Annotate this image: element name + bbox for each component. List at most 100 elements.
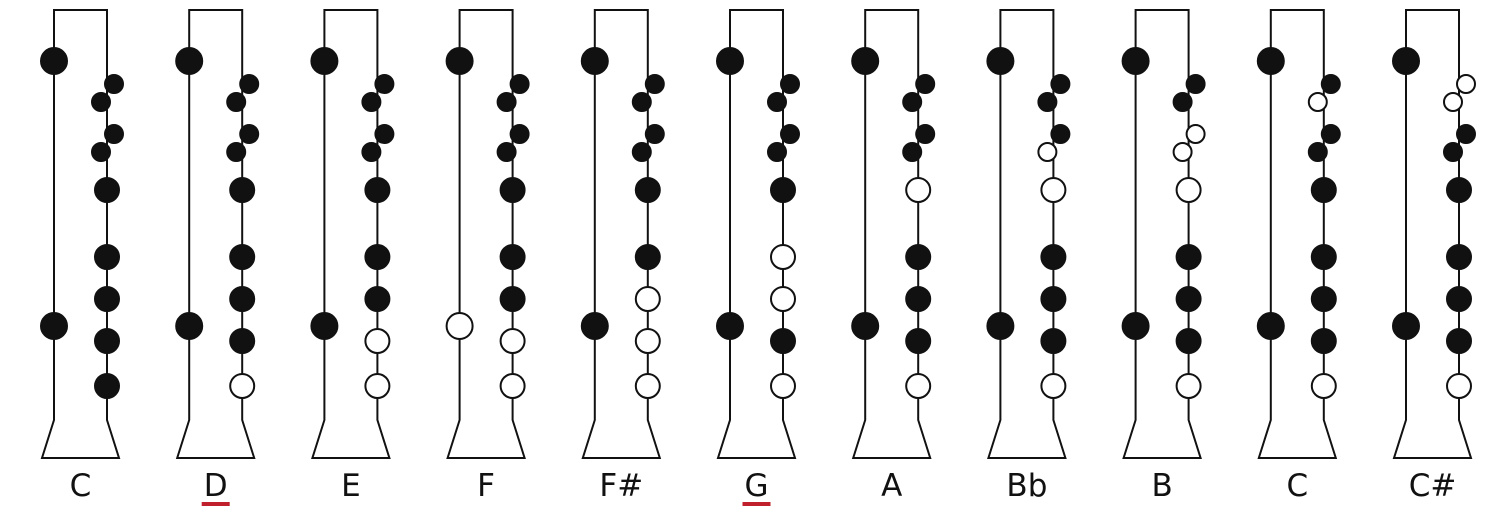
small-hole [915,124,936,144]
finger-hole [1175,244,1202,270]
small-hole [1307,92,1328,112]
finger-hole [1175,373,1202,399]
thumb-hole-upper [1256,47,1285,75]
small-hole [104,74,124,94]
finger-hole [94,373,120,399]
small-hole [1443,92,1463,112]
finger-hole [905,373,932,399]
finger-hole [229,373,256,399]
small-hole [496,92,517,112]
instrument-outline [1257,9,1338,459]
instrument-outline [40,9,121,459]
fingering-diagram: C [40,9,124,504]
fingering-diagram: E [310,9,395,504]
finger-hole [229,177,256,203]
small-hole [91,92,111,112]
finger-hole [229,286,256,312]
small-hole [361,92,382,112]
fingering-diagram: C# [1392,9,1476,504]
instrument-outline [446,9,526,459]
small-hole [1050,74,1071,94]
small-hole [1172,92,1193,112]
small-hole [1172,142,1193,162]
instrument-outline [311,9,391,459]
thumb-hole-upper [1392,47,1420,75]
finger-hole [1175,286,1202,312]
finger-hole [94,328,120,354]
small-hole [1320,124,1341,144]
finger-hole [1446,286,1472,312]
note-label: F [477,468,495,504]
small-hole [374,74,395,94]
finger-hole [364,373,391,399]
small-hole [1307,142,1328,162]
small-hole [1185,74,1206,94]
note-underline [201,502,230,506]
fingering-diagram: C [1256,9,1341,504]
thumb-hole-lower [1392,312,1420,340]
small-hole [239,74,260,94]
thumb-hole-upper [986,47,1015,75]
finger-hole [1040,244,1067,270]
finger-hole [1040,328,1067,354]
thumb-hole-upper [580,47,609,75]
small-hole [1037,142,1058,162]
finger-hole [364,244,391,270]
small-hole [631,92,652,112]
thumb-hole-lower [716,312,744,340]
small-hole [780,74,800,94]
thumb-hole-lower [1256,312,1285,340]
finger-hole [364,286,391,312]
fingering-diagram: F# [580,9,665,504]
small-hole [1185,124,1206,144]
thumb-hole-lower [1121,312,1150,340]
thumb-hole-upper [175,47,204,75]
finger-hole [770,286,796,312]
small-hole [509,74,530,94]
thumb-hole-lower [851,312,880,340]
finger-hole [1310,373,1337,399]
finger-hole [634,244,661,270]
finger-hole [364,328,391,354]
small-hole [496,142,517,162]
fingering-diagram: B [1121,9,1206,504]
small-hole [1320,74,1341,94]
instrument-outline [716,9,797,459]
finger-hole [1175,177,1202,203]
small-hole [226,142,247,162]
finger-hole [1040,373,1067,399]
thumb-hole-lower [580,312,609,340]
thumb-hole-lower [986,312,1015,340]
instrument-outline [1392,9,1473,459]
finger-hole [1446,244,1472,270]
small-hole [902,142,923,162]
finger-hole [1310,244,1337,270]
finger-hole [94,286,120,312]
fingering-diagram: A [851,9,936,504]
thumb-hole-lower [40,312,68,340]
note-label: Bb [1006,468,1047,504]
instrument-outline [987,9,1067,459]
finger-hole [1040,286,1067,312]
small-hole [1456,124,1476,144]
small-hole [104,124,124,144]
finger-hole [1446,328,1472,354]
note-label: G [744,468,768,504]
finger-hole [1310,286,1337,312]
small-hole [780,124,800,144]
finger-hole [770,244,796,270]
note-label: B [1151,468,1172,504]
finger-hole [1446,373,1472,399]
finger-hole [905,177,932,203]
finger-hole [94,244,120,270]
note-label: C [1286,468,1308,504]
fingering-diagram: G [716,9,800,506]
thumb-hole-lower [310,312,339,340]
small-hole [1050,124,1071,144]
small-hole [631,142,652,162]
finger-hole [770,373,796,399]
thumb-hole-upper [310,47,339,75]
thumb-hole-lower [445,312,474,340]
instrument-outline [1122,9,1202,459]
finger-hole [1310,328,1337,354]
